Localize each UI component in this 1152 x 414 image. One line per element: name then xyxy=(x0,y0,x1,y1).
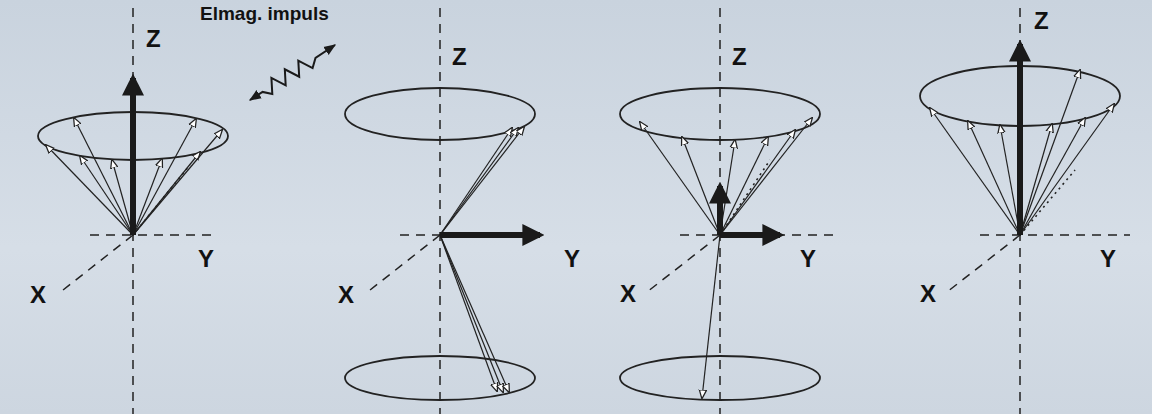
y-axis xyxy=(680,234,840,236)
upper-cone-rim xyxy=(345,88,535,140)
spin-vector xyxy=(133,159,162,235)
axis-label: Y xyxy=(564,246,580,272)
spin-vector xyxy=(440,235,497,391)
spin-vector xyxy=(133,119,196,235)
z-axis xyxy=(1019,8,1021,414)
net-magnetization-z xyxy=(717,186,723,235)
pulse-label: Elmag. impuls xyxy=(200,4,329,25)
spin-vector xyxy=(133,130,222,235)
axis-label: Y xyxy=(800,246,816,272)
axis-label: Z xyxy=(732,44,747,70)
axis-label: X xyxy=(338,282,354,308)
spin-vector xyxy=(930,108,1020,235)
spin-vector xyxy=(440,235,509,392)
axis-label: X xyxy=(620,281,636,307)
pulse-wave xyxy=(250,45,335,100)
z-axis xyxy=(132,8,134,414)
dotted-guide xyxy=(1020,170,1075,235)
spin-vector xyxy=(80,156,133,235)
net-magnetization xyxy=(440,232,540,238)
spin-vector xyxy=(968,121,1020,235)
spin-vector xyxy=(440,128,512,235)
net-magnetization-y xyxy=(720,232,780,238)
x-axis xyxy=(365,235,440,294)
x-axis xyxy=(647,235,720,292)
spin-vector xyxy=(1020,104,1114,235)
spin-vector xyxy=(440,127,524,235)
axis-label: Y xyxy=(198,246,214,272)
y-axis xyxy=(90,234,215,236)
spin-vector xyxy=(74,118,133,235)
spin-vector xyxy=(720,130,795,235)
net-magnetization xyxy=(130,78,136,235)
x-axis xyxy=(58,235,133,294)
upper-cone-rim xyxy=(620,88,820,140)
spin-vector xyxy=(702,235,720,398)
y-axis xyxy=(980,234,1130,236)
z-axis xyxy=(719,8,721,414)
net-magnetization xyxy=(1017,44,1023,235)
spin-vector xyxy=(46,145,133,235)
z-axis xyxy=(439,8,441,414)
spin-vector xyxy=(440,235,503,392)
spin-vector xyxy=(720,137,768,235)
axis-label: Z xyxy=(1034,8,1049,34)
axis-label: Y xyxy=(1100,246,1116,272)
x-axis xyxy=(947,235,1020,292)
spin-vector xyxy=(720,118,812,235)
axis-label: X xyxy=(30,282,46,308)
lower-cone-rim xyxy=(620,356,820,400)
spin-vector xyxy=(1020,124,1052,235)
axis-label: X xyxy=(920,281,936,307)
axis-label: Z xyxy=(452,44,467,70)
spin-vector xyxy=(640,122,720,235)
spin-vector xyxy=(1020,70,1080,235)
axis-label: Z xyxy=(146,26,161,52)
spin-vector xyxy=(1020,118,1085,235)
spin-vector xyxy=(112,160,133,235)
spin-vector xyxy=(682,137,720,235)
lower-cone-rim xyxy=(345,356,535,400)
spin-vector xyxy=(440,128,518,235)
